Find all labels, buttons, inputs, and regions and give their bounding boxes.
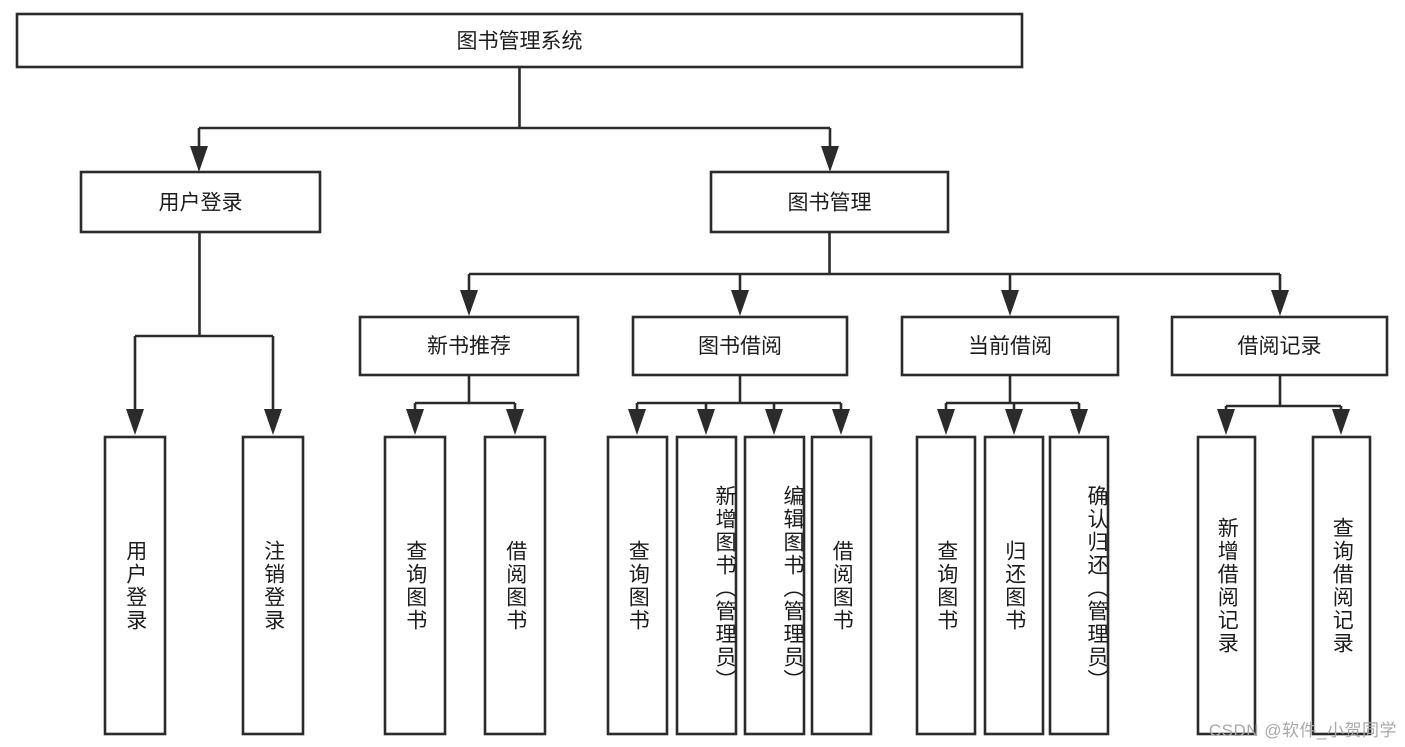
- connector-root-to-level2: [190, 67, 839, 172]
- arrow-head-user-login: [190, 146, 208, 172]
- node-user-login-label: 用户登录: [159, 192, 243, 215]
- connector-new-books-to-leaves: [406, 375, 524, 435]
- leaf-box-query-borrow-record[interactable]: [1311, 435, 1372, 736]
- connector-borrow-record-to-leaves: [1217, 375, 1350, 435]
- node-book-management-box[interactable]: [709, 170, 950, 234]
- arrow-head-new-books: [460, 290, 478, 316]
- connector-book-borrow-to-leaves: [628, 375, 850, 435]
- node-book-borrow[interactable]: 图书借阅: [631, 315, 849, 377]
- arrow-head-current-borrow: [1001, 290, 1019, 316]
- node-book-management[interactable]: 图书管理: [709, 170, 950, 234]
- node-root-label: 图书管理系统: [457, 30, 583, 53]
- arrow-head-leaf-5: [628, 409, 646, 435]
- connector-current-borrow-to-leaves: [937, 375, 1088, 435]
- arrow-head-leaf-9: [937, 409, 955, 435]
- node-book-borrow-label: 图书借阅: [698, 335, 782, 358]
- leaf-box-add-borrow-record[interactable]: [1196, 435, 1257, 736]
- csdn-watermark: CSDN @软件_小贺同学: [1208, 721, 1397, 740]
- arrow-head-leaf-11: [1070, 409, 1088, 435]
- leaf-box-borrow-book-bb[interactable]: [810, 435, 873, 736]
- node-borrow-record[interactable]: 借阅记录: [1170, 315, 1389, 377]
- leaf-box-query-book-cb[interactable]: [915, 435, 977, 736]
- node-borrow-record-label: 借阅记录: [1238, 335, 1322, 358]
- node-new-book-recommend[interactable]: 新书推荐: [358, 315, 580, 377]
- node-new-book-recommend-box[interactable]: [358, 315, 580, 377]
- leaf-box-query-book-nb[interactable]: [383, 435, 447, 736]
- node-current-borrow-label: 当前借阅: [968, 335, 1052, 358]
- leaf-box-edit-book-admin[interactable]: [743, 435, 806, 736]
- leaf-box-return-book[interactable]: [983, 435, 1045, 736]
- leaf-box-borrow-book-nb[interactable]: [483, 435, 547, 736]
- node-book-management-label: 图书管理: [788, 192, 872, 215]
- connector-book-mgmt-to-level3: [460, 232, 1289, 316]
- leaf-box-query-book-bb[interactable]: [606, 435, 669, 736]
- node-current-borrow[interactable]: 当前借阅: [900, 315, 1120, 377]
- arrow-head-borrow-record: [1271, 290, 1289, 316]
- arrow-head-book-borrow: [731, 290, 749, 316]
- arrow-head-leaf-1: [126, 409, 144, 435]
- leaf-boxes: [103, 435, 1372, 736]
- arrow-head-leaf-6: [697, 409, 715, 435]
- node-book-borrow-box[interactable]: [631, 315, 849, 377]
- arrow-head-leaf-13: [1332, 409, 1350, 435]
- node-new-book-recommend-label: 新书推荐: [427, 335, 511, 358]
- arrow-head-leaf-12: [1217, 409, 1235, 435]
- node-root[interactable]: 图书管理系统: [15, 12, 1024, 69]
- node-user-login[interactable]: 用户登录: [79, 170, 322, 234]
- leaf-box-logout[interactable]: [241, 435, 305, 736]
- leaf-box-confirm-return-admin[interactable]: [1048, 435, 1110, 736]
- arrow-head-leaf-8: [832, 409, 850, 435]
- arrow-head-leaf-4: [506, 409, 524, 435]
- arrow-head-book-mgmt: [821, 146, 839, 172]
- leaf-box-user-login[interactable]: [103, 435, 167, 736]
- arrow-head-leaf-7: [765, 409, 783, 435]
- leaf-box-add-book-admin[interactable]: [675, 435, 738, 736]
- node-borrow-record-box[interactable]: [1170, 315, 1389, 377]
- node-current-borrow-box[interactable]: [900, 315, 1120, 377]
- node-user-login-box[interactable]: [79, 170, 322, 234]
- connector-user-login-to-leaves: [126, 232, 282, 435]
- arrow-head-leaf-3: [406, 409, 424, 435]
- arrow-head-leaf-2: [264, 409, 282, 435]
- node-root-box[interactable]: [15, 12, 1024, 69]
- arrow-head-leaf-10: [1005, 409, 1023, 435]
